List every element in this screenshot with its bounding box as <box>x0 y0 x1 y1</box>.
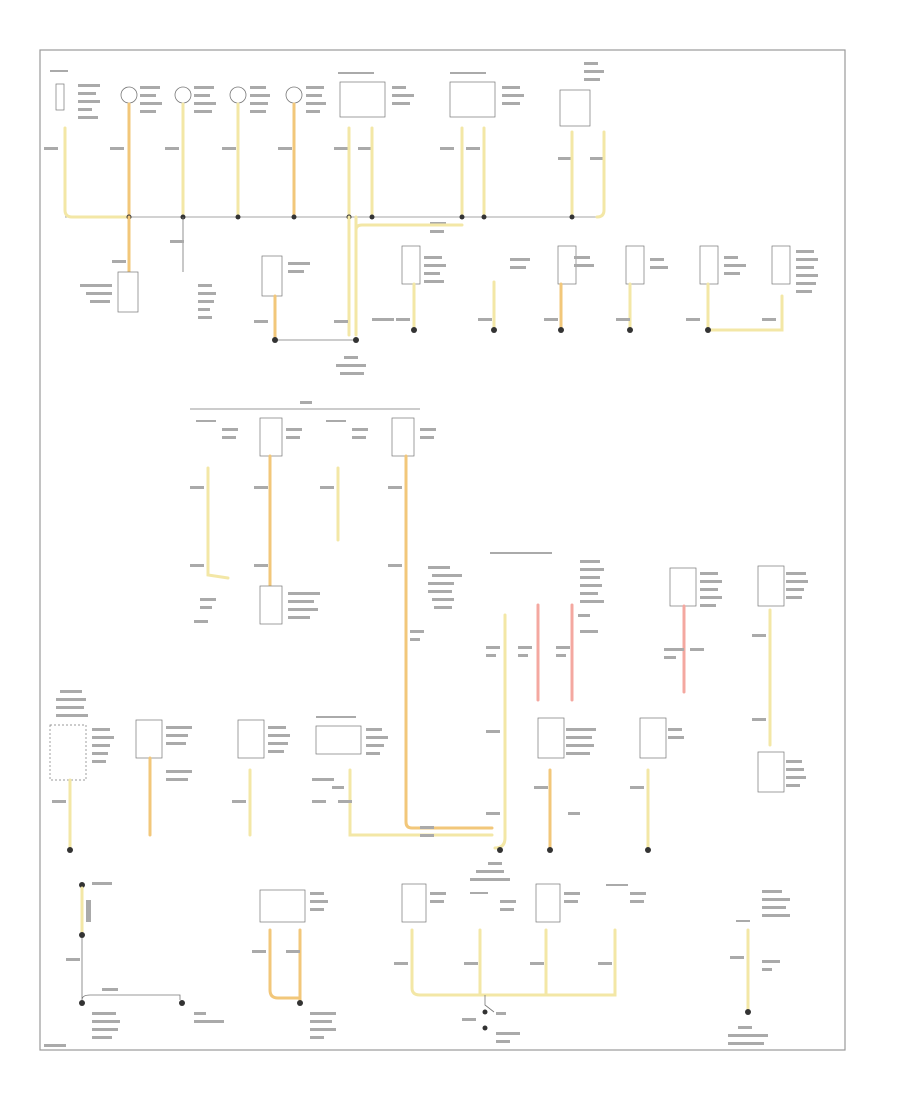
component-mid-far-right <box>752 565 808 793</box>
component-lower-4 <box>312 716 494 837</box>
wire-mid-4 <box>404 454 494 830</box>
wire-lower-center <box>493 698 507 850</box>
component-lower-2 <box>135 719 192 837</box>
lamp-labels <box>110 86 326 150</box>
components-right-row <box>372 245 818 333</box>
component-lower-5 <box>534 717 596 853</box>
connector-top-a <box>334 72 414 150</box>
section-middle <box>190 401 808 830</box>
ground-point-icon <box>334 320 366 375</box>
connectors-middle-row <box>196 417 436 457</box>
wire-connector-c-2 <box>595 130 606 219</box>
connector-top-b <box>440 72 524 150</box>
wire-mid-1 <box>206 466 230 580</box>
section-lower <box>49 690 684 881</box>
component-lower-6 <box>630 717 684 853</box>
component-bottom-1 <box>252 889 336 1039</box>
connector-top-c <box>558 62 604 160</box>
component-mid-left <box>259 585 320 625</box>
battery-icon <box>66 882 224 1039</box>
ground-point-icon <box>470 847 510 881</box>
diagram-frame <box>39 49 846 1051</box>
component-lower-3 <box>232 719 290 837</box>
component-top-1 <box>44 70 130 219</box>
switch-drop <box>170 240 216 319</box>
wire-center-drop <box>347 215 464 337</box>
component-bottom-right <box>728 890 790 1045</box>
component-left-drop <box>80 260 139 313</box>
section-bottom <box>44 882 790 1047</box>
component-mid-center-labels <box>428 552 604 609</box>
component-center-left <box>254 255 310 343</box>
component-lower-1 <box>49 690 114 853</box>
section-top <box>44 62 818 375</box>
component-mid-right <box>664 567 722 694</box>
components-bottom-row <box>394 883 646 1043</box>
footer-code-mark <box>44 1044 66 1047</box>
